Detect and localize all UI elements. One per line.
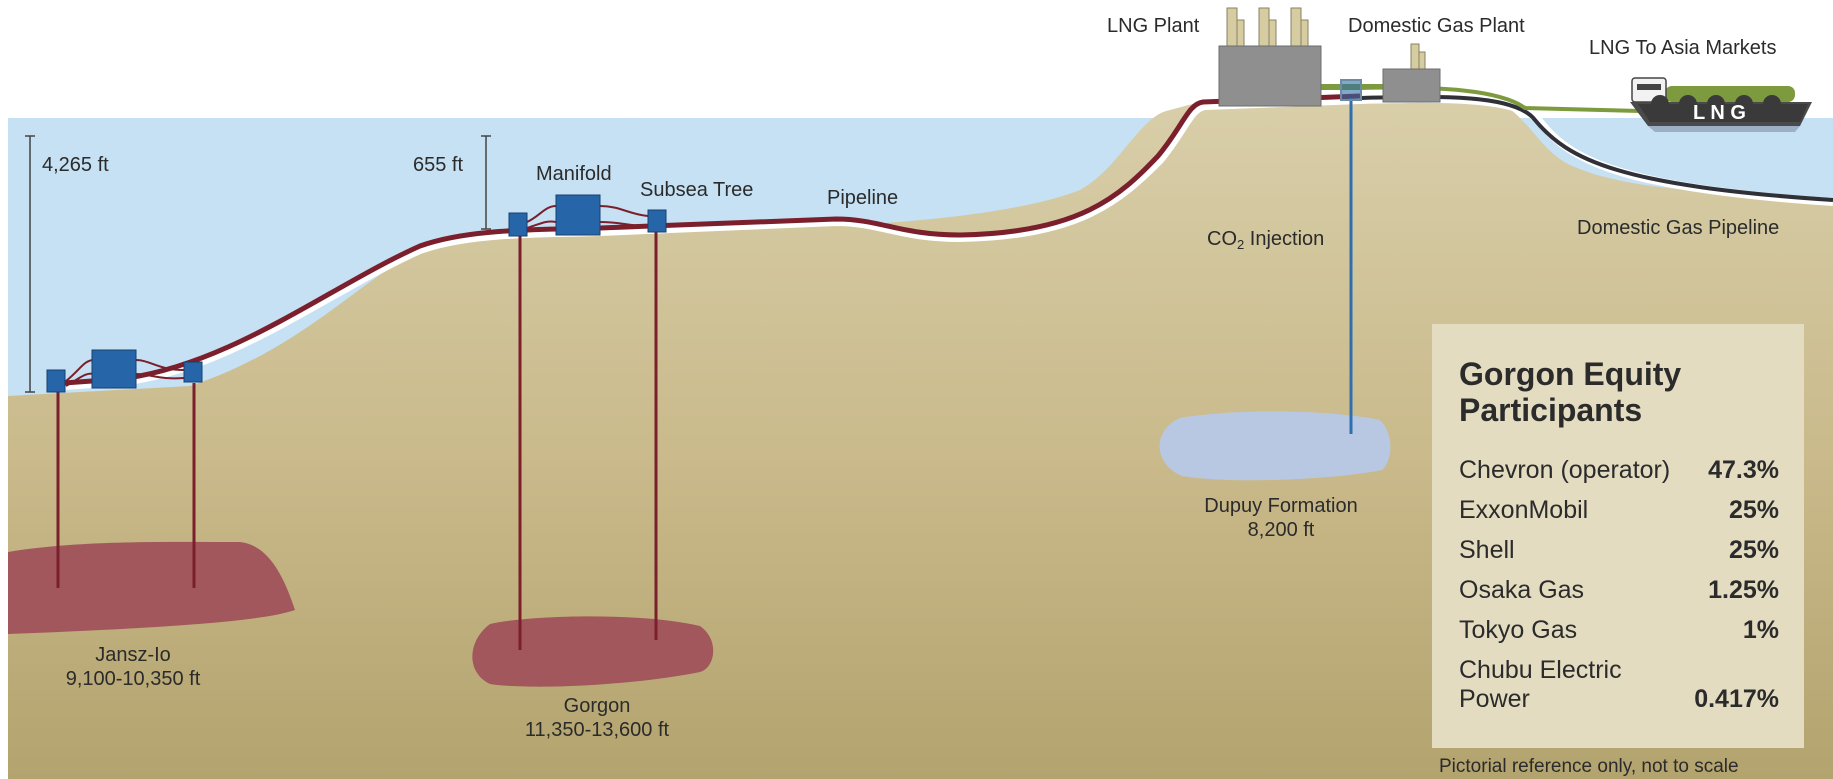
participant-share: 1.25% xyxy=(1708,576,1779,604)
co2-prefix: CO xyxy=(1207,228,1237,250)
pipeline-edge xyxy=(49,94,1833,391)
manifold-mid xyxy=(555,194,601,236)
dupuy-name: Dupuy Formation xyxy=(1204,495,1358,517)
depth-label-left: 4,265 ft xyxy=(42,154,109,176)
domestic-gas-plant-label: Domestic Gas Plant xyxy=(1348,15,1525,37)
ship-lng-lettering: L N G xyxy=(1693,102,1746,124)
subsea-tree-label: Subsea Tree xyxy=(640,179,754,201)
depth-marker-left xyxy=(25,135,35,393)
lng-plant xyxy=(1218,7,1322,107)
jansz-io-name: Jansz-Io xyxy=(95,644,171,666)
participant-share: 47.3% xyxy=(1708,456,1779,484)
dupuy-formation-reservoir xyxy=(1159,411,1391,481)
domestic-gas-plant xyxy=(1382,43,1441,103)
participant-name: Tokyo Gas xyxy=(1459,616,1578,644)
participant-share: 25% xyxy=(1728,536,1779,564)
participant-name: Chubu Electric Power xyxy=(1459,656,1622,713)
subsea-tree-mid-2 xyxy=(647,209,667,233)
jumper-lines-left xyxy=(65,359,185,387)
co2-suffix: Injection xyxy=(1244,228,1325,250)
jansz-io-label: Jansz-Io 9,100-10,350 ft xyxy=(33,643,233,691)
domestic-gas-pipeline-label: Domestic Gas Pipeline xyxy=(1577,217,1780,239)
participant-name: ExxonMobil xyxy=(1459,496,1589,524)
gorgon-reservoir xyxy=(472,616,714,687)
subsea-tree-left-2 xyxy=(183,361,203,383)
seabed-ground xyxy=(8,102,1833,779)
co2-subscript: 2 xyxy=(1237,237,1245,252)
pipeline-label: Pipeline xyxy=(827,187,899,209)
participant-share: 25% xyxy=(1728,496,1779,524)
lng-plant-label: LNG Plant xyxy=(1107,15,1200,37)
depth-label-mid: 655 ft xyxy=(413,154,464,176)
participant-name: Chevron (operator) xyxy=(1459,456,1671,484)
equity-participants-panel: Gorgon Equity Participants Chevron (oper… xyxy=(1432,324,1804,748)
lng-to-asia-label: LNG To Asia Markets xyxy=(1589,37,1777,59)
depth-marker-mid xyxy=(481,135,491,230)
dupuy-depth: 8,200 ft xyxy=(1247,519,1315,541)
gorgon-depth: 11,350-13,600 ft xyxy=(524,719,670,741)
participant-name: Shell xyxy=(1459,536,1515,564)
subsea-tree-left-1 xyxy=(46,369,66,393)
co2-injection-label: CO2 Injection xyxy=(1207,227,1324,253)
co2-compressor-box xyxy=(1340,79,1362,101)
jumper-lines-mid xyxy=(526,205,649,229)
equity-title: Gorgon Equity Participants xyxy=(1459,356,1682,428)
gorgon-label: Gorgon 11,350-13,600 ft xyxy=(497,694,697,742)
subsea-tree-mid-1 xyxy=(508,212,528,237)
scale-disclaimer: Pictorial reference only, not to scale xyxy=(1439,756,1739,777)
participant-share: 0.417% xyxy=(1694,685,1779,713)
participant-share: 1% xyxy=(1742,616,1779,644)
gas-pipeline xyxy=(49,93,1361,387)
dupuy-formation-label: Dupuy Formation 8,200 ft xyxy=(1181,494,1381,542)
domestic-pipeline xyxy=(1359,94,1833,202)
lng-tanker-ship xyxy=(1630,77,1812,132)
manifold-label: Manifold xyxy=(536,163,612,185)
jansz-io-reservoir xyxy=(8,541,295,634)
participant-name: Osaka Gas xyxy=(1459,576,1585,604)
gorgon-name: Gorgon xyxy=(563,695,631,717)
manifold-left xyxy=(91,349,137,389)
jansz-io-depth: 9,100-10,350 ft xyxy=(65,668,201,690)
